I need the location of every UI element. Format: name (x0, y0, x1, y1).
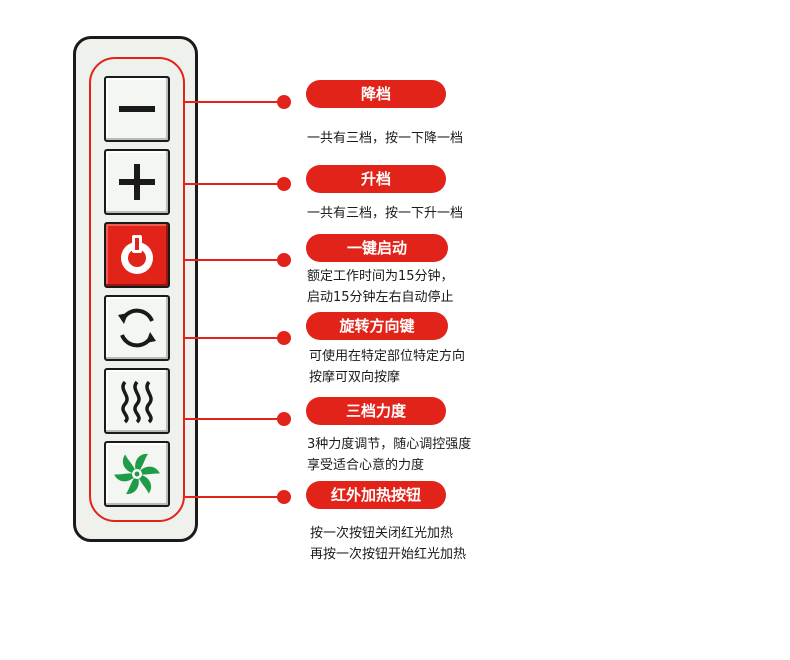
desc-start-line-2: 启动15分钟左右自动停止 (307, 290, 454, 305)
desc-rotation-line-1: 可使用在特定部位特定方向 (309, 349, 466, 364)
power-button[interactable] (104, 222, 170, 288)
label-rotation-key: 旋转方向键 (306, 312, 448, 340)
rotate-icon (118, 308, 156, 348)
connector-dot (277, 253, 291, 267)
plus-button[interactable] (104, 149, 170, 215)
connector-dot (277, 412, 291, 426)
connector-line (185, 496, 283, 498)
desc-levels-line-1: 3种力度调节，随心调控强度 (307, 437, 472, 452)
plus-icon (119, 164, 155, 200)
connector-dot (277, 95, 291, 109)
minus-icon (119, 106, 155, 112)
connector-dot (277, 331, 291, 345)
connector-dot (277, 177, 291, 191)
infrared-heat-button[interactable] (104, 441, 170, 507)
desc-levels-line-2: 享受适合心意的力度 (307, 458, 425, 473)
desc-start-line-1: 额定工作时间为15分钟， (307, 269, 454, 284)
desc-downshift-line-1: 一共有三档，按一下降一档 (307, 131, 464, 146)
heat-icon (121, 380, 153, 424)
desc-rotation-line-2: 按摩可双向按摩 (309, 370, 401, 385)
connector-line (185, 418, 283, 420)
label-three-levels: 三档力度 (306, 397, 446, 425)
label-one-key-start: 一键启动 (306, 234, 448, 262)
connector-dot (277, 490, 291, 504)
connector-line (185, 101, 283, 103)
minus-button[interactable] (104, 76, 170, 142)
connector-line (185, 337, 283, 339)
fan-icon (114, 453, 160, 495)
connector-line (185, 183, 283, 185)
label-upshift: 升档 (306, 165, 446, 193)
rotate-direction-button[interactable] (104, 295, 170, 361)
desc-upshift-line-1: 一共有三档，按一下升一档 (307, 206, 464, 221)
desc-heat-line-2: 再按一次按钮开始红光加热 (310, 547, 467, 562)
desc-heat-line-1: 按一次按钮关闭红光加热 (310, 526, 454, 541)
panel-red-outline (89, 57, 185, 522)
intensity-button[interactable] (104, 368, 170, 434)
label-downshift: 降档 (306, 80, 446, 108)
label-infrared-heat: 红外加热按钮 (306, 481, 446, 509)
power-icon (121, 235, 153, 274)
connector-line (185, 259, 283, 261)
